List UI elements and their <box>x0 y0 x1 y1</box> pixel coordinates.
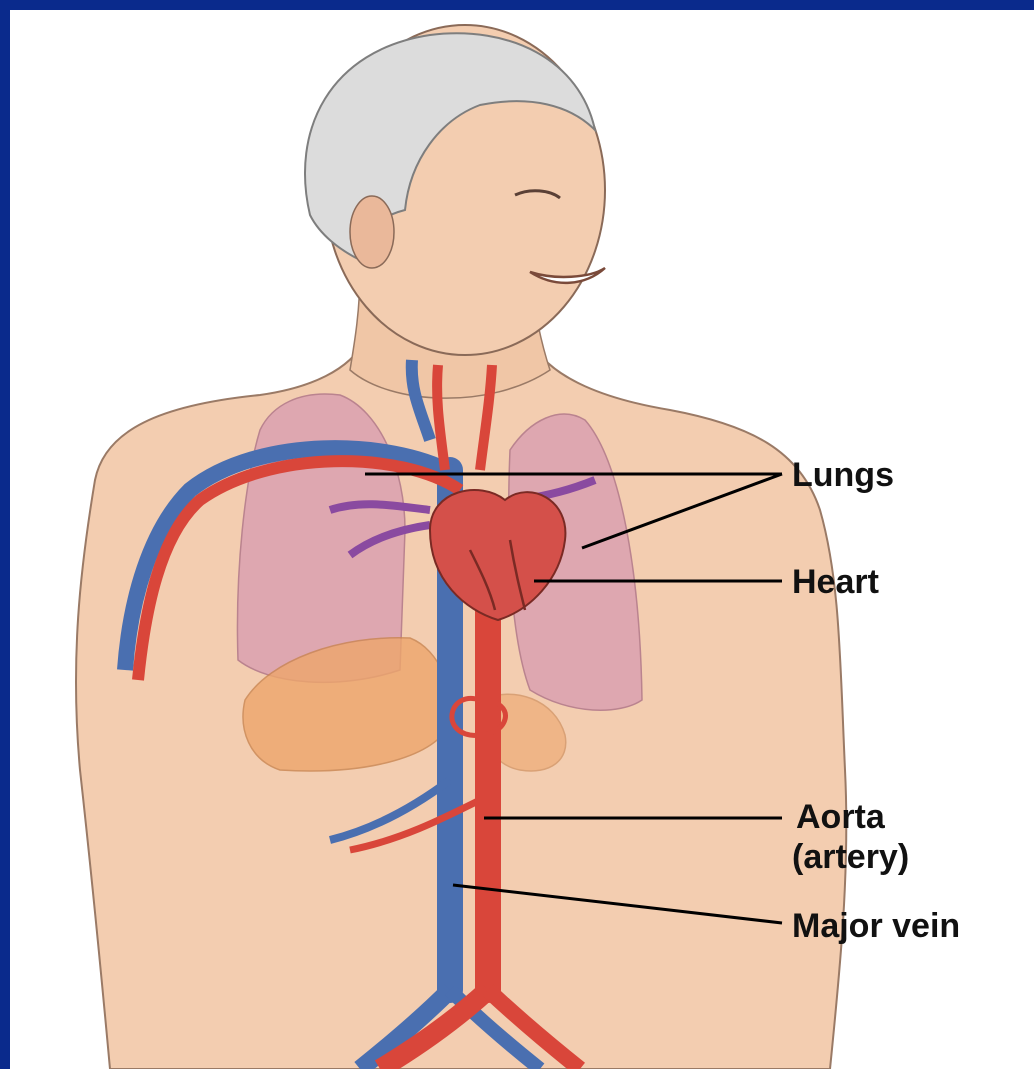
label-lungs: Lungs <box>792 456 894 494</box>
label-major-vein: Major vein <box>792 907 960 945</box>
label-heart: Heart <box>792 563 879 601</box>
diagram-frame: Lungs Heart Aorta (artery) Major vein <box>10 10 1034 1069</box>
label-artery: (artery) <box>792 838 909 876</box>
circulatory-illustration: Lungs Heart Aorta (artery) Major vein <box>10 10 1034 1069</box>
ear <box>350 196 394 268</box>
label-aorta: Aorta <box>796 798 886 836</box>
